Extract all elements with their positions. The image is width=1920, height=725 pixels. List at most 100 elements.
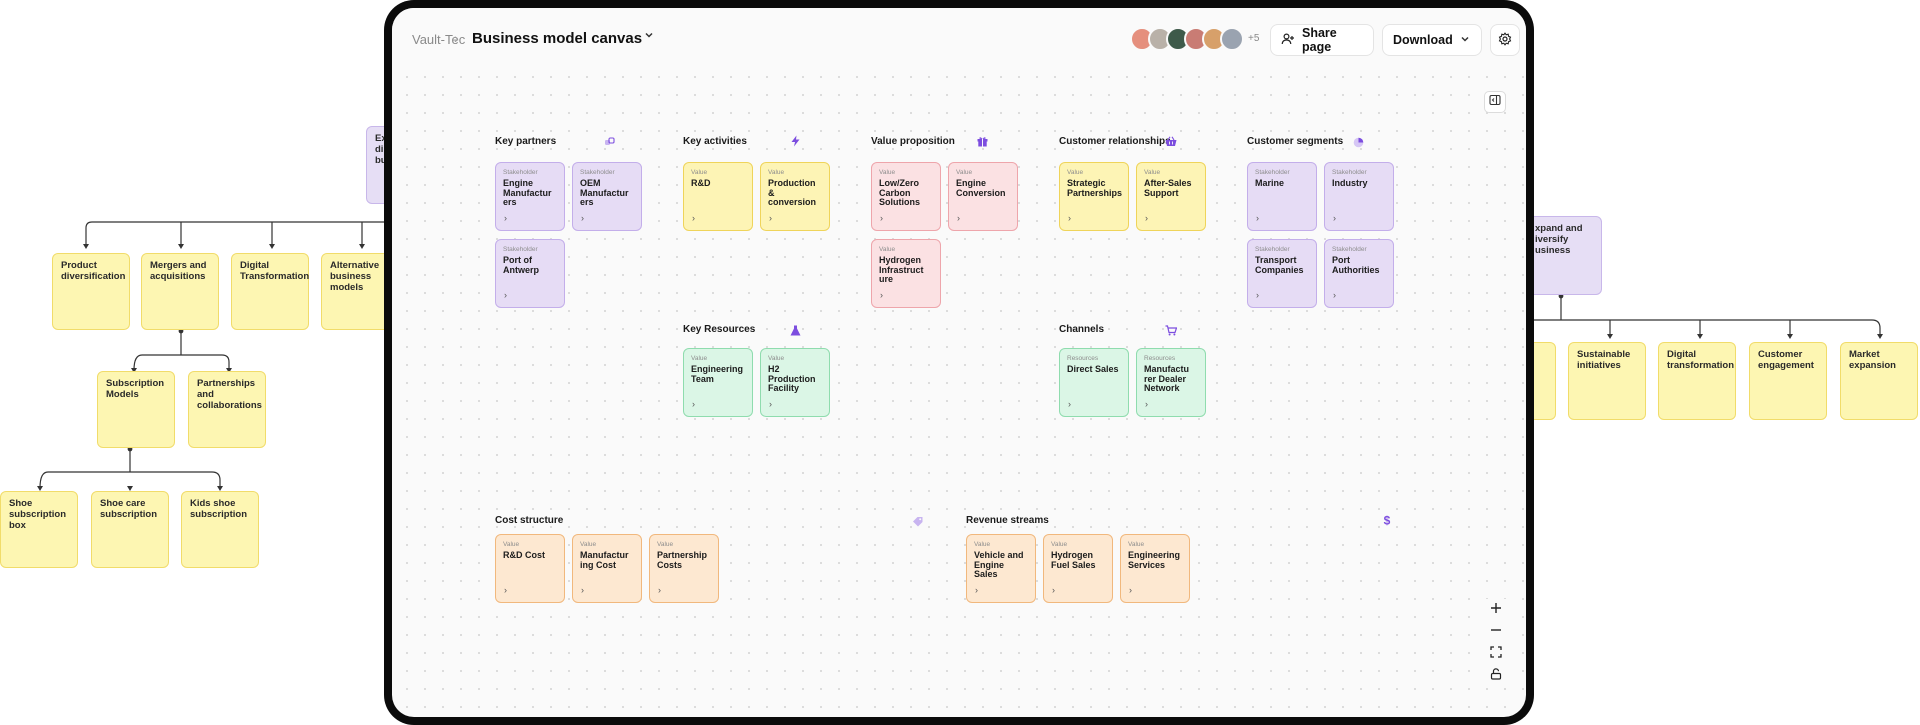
- page-title[interactable]: Business model canvas: [472, 30, 643, 47]
- card-label: Stakeholder: [580, 169, 615, 176]
- right-map-node: Market expansion: [1840, 342, 1918, 420]
- left-map-node: Product diversification: [52, 253, 130, 330]
- chevron-right-icon[interactable]: ›: [1052, 585, 1055, 595]
- chevron-right-icon[interactable]: ›: [769, 213, 772, 223]
- more-collaborators-count[interactable]: +5: [1248, 33, 1260, 44]
- chevron-right-icon[interactable]: ›: [1145, 213, 1148, 223]
- chevron-right-icon[interactable]: ›: [1333, 290, 1336, 300]
- left-map-node: Partnerships and collaborations: [188, 371, 266, 448]
- avatar[interactable]: [1220, 27, 1244, 51]
- shopping-cart-icon: [1165, 323, 1178, 336]
- app-screen: Vault-Tec › Business model canvas +5 Sha…: [392, 8, 1526, 717]
- card-label: Stakeholder: [1332, 246, 1367, 253]
- card-label: Value: [768, 355, 785, 362]
- card-label: Value: [974, 541, 991, 548]
- chevron-right-icon[interactable]: ›: [581, 585, 584, 595]
- zoom-in-button[interactable]: [1486, 599, 1506, 619]
- breadcrumb-workspace[interactable]: Vault-Tec: [412, 32, 466, 47]
- card-label: Value: [1051, 541, 1068, 548]
- chevron-right-icon[interactable]: ›: [880, 290, 883, 300]
- card-title: Strategic Partnerships: [1067, 178, 1123, 198]
- chevron-right-icon[interactable]: ›: [504, 213, 507, 223]
- settings-button[interactable]: [1490, 24, 1520, 56]
- chevron-right-icon[interactable]: ›: [880, 213, 883, 223]
- share-page-label: Share page: [1302, 26, 1337, 54]
- download-label: Download: [1393, 33, 1453, 47]
- chevron-right-icon[interactable]: ›: [769, 399, 772, 409]
- gift-icon: [977, 134, 988, 147]
- card-title: Port Authorities: [1332, 255, 1380, 275]
- tag-icon: [912, 514, 923, 527]
- right-map-root-text: xpand and iversify usiness: [1535, 223, 1583, 256]
- chevron-right-icon[interactable]: ›: [975, 585, 978, 595]
- card-title: Marine: [1255, 178, 1285, 188]
- lock-button[interactable]: [1486, 665, 1506, 685]
- card-title: Engine Manufactur ers: [503, 178, 552, 208]
- chevron-right-icon[interactable]: ›: [504, 290, 507, 300]
- card-label: Value: [691, 355, 708, 362]
- chevron-right-icon[interactable]: ›: [1068, 399, 1071, 409]
- gear-icon: [1498, 31, 1512, 49]
- chevron-right-icon[interactable]: ›: [1129, 585, 1132, 595]
- chevron-right-icon[interactable]: ›: [1256, 290, 1259, 300]
- fit-screen-button[interactable]: [1486, 643, 1506, 663]
- card-label: Value: [879, 246, 896, 253]
- chevron-right-icon[interactable]: ›: [1333, 213, 1336, 223]
- zoom-out-button[interactable]: [1486, 621, 1506, 641]
- card-label: Stakeholder: [503, 246, 538, 253]
- chevron-down-icon[interactable]: [644, 29, 654, 43]
- card-title: Engineering Team: [691, 364, 744, 384]
- left-map-node: Shoe care subscription: [91, 491, 169, 568]
- chevron-right-icon[interactable]: ›: [1145, 399, 1148, 409]
- download-button[interactable]: Download: [1382, 24, 1482, 56]
- chevron-right-icon[interactable]: ›: [581, 213, 584, 223]
- share-page-button[interactable]: Share page: [1270, 24, 1374, 56]
- chevron-right-icon[interactable]: ›: [692, 213, 695, 223]
- chevron-right-icon[interactable]: ›: [692, 399, 695, 409]
- right-map-node-text: Customer engagement: [1758, 349, 1814, 371]
- left-map-node-text: Shoe subscription box: [9, 498, 67, 531]
- right-map-node: Digital transformation: [1658, 342, 1736, 420]
- card-title: Transport Companies: [1255, 255, 1304, 275]
- card-title: Manufactur ing Cost: [580, 550, 629, 570]
- panel-toggle-button[interactable]: [1484, 91, 1506, 113]
- card-title: H2 Production Facility: [768, 364, 816, 394]
- chevron-right-icon[interactable]: ›: [658, 585, 661, 595]
- add-user-icon: [1281, 32, 1295, 49]
- left-map-node: Kids shoe subscription: [181, 491, 259, 568]
- chevron-right-icon[interactable]: ›: [504, 585, 507, 595]
- chevron-right-icon[interactable]: ›: [1256, 213, 1259, 223]
- sidebar-toggle-icon: [1489, 93, 1501, 111]
- card-label: Value: [1128, 541, 1145, 548]
- canvas-card[interactable]: Value H2 Production Facility ›: [760, 348, 830, 417]
- collaborator-avatars[interactable]: +5: [1130, 27, 1259, 53]
- chevron-right-icon[interactable]: ›: [1068, 213, 1071, 223]
- chevron-right-icon[interactable]: ›: [957, 213, 960, 223]
- section-title: Key partners: [495, 136, 557, 147]
- section-title: Key Resources: [683, 324, 756, 335]
